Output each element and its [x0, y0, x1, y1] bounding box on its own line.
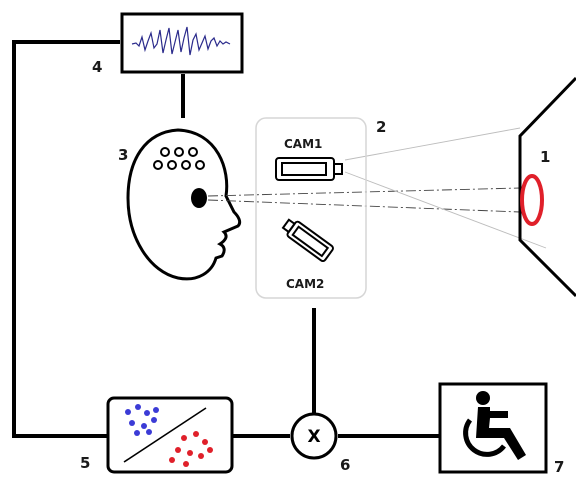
gaze-lines [207, 187, 521, 213]
target-ring-icon [520, 174, 544, 226]
target-number-label: 1 [540, 148, 550, 166]
cam1-label: CAM1 [284, 137, 322, 151]
feedback-loop-line [12, 40, 120, 438]
eeg-signal-box [120, 12, 244, 74]
head-number-label: 3 [118, 146, 128, 164]
camera-panel: 2 CAM1 CAM2 [255, 117, 386, 299]
classifier-box [106, 396, 234, 474]
camera-panel-number-label: 2 [376, 118, 386, 136]
classifier-number-label: 5 [80, 454, 90, 472]
target-screen [518, 76, 576, 298]
classifier-scatter-icon [123, 404, 213, 467]
camera-icon [281, 218, 334, 263]
cam2-label: CAM2 [286, 277, 324, 291]
camera-icon [275, 157, 343, 181]
fusion-node: X [290, 412, 338, 460]
head-icon [126, 128, 242, 281]
wheelchair-icon [463, 391, 526, 460]
eeg-electrodes [153, 147, 205, 170]
eeg-number-label: 4 [92, 58, 102, 76]
connection-lines [12, 40, 440, 438]
wheelchair-number-label: 7 [554, 458, 564, 476]
wheelchair-box [438, 382, 548, 474]
eeg-waveform-icon [131, 26, 231, 56]
fusion-symbol: X [307, 427, 320, 447]
camera-field-of-view-lines [344, 127, 547, 249]
fusion-number-label: 6 [340, 456, 350, 474]
eye-icon [191, 188, 207, 208]
